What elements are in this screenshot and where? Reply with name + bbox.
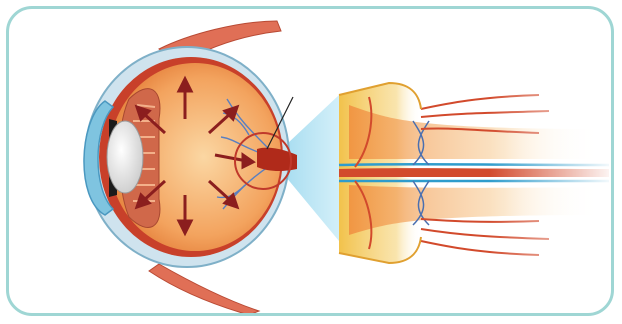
illustration-frame bbox=[6, 6, 614, 316]
eye-illustration bbox=[9, 9, 614, 316]
lower-muscle bbox=[149, 264, 259, 315]
lens bbox=[107, 121, 143, 193]
